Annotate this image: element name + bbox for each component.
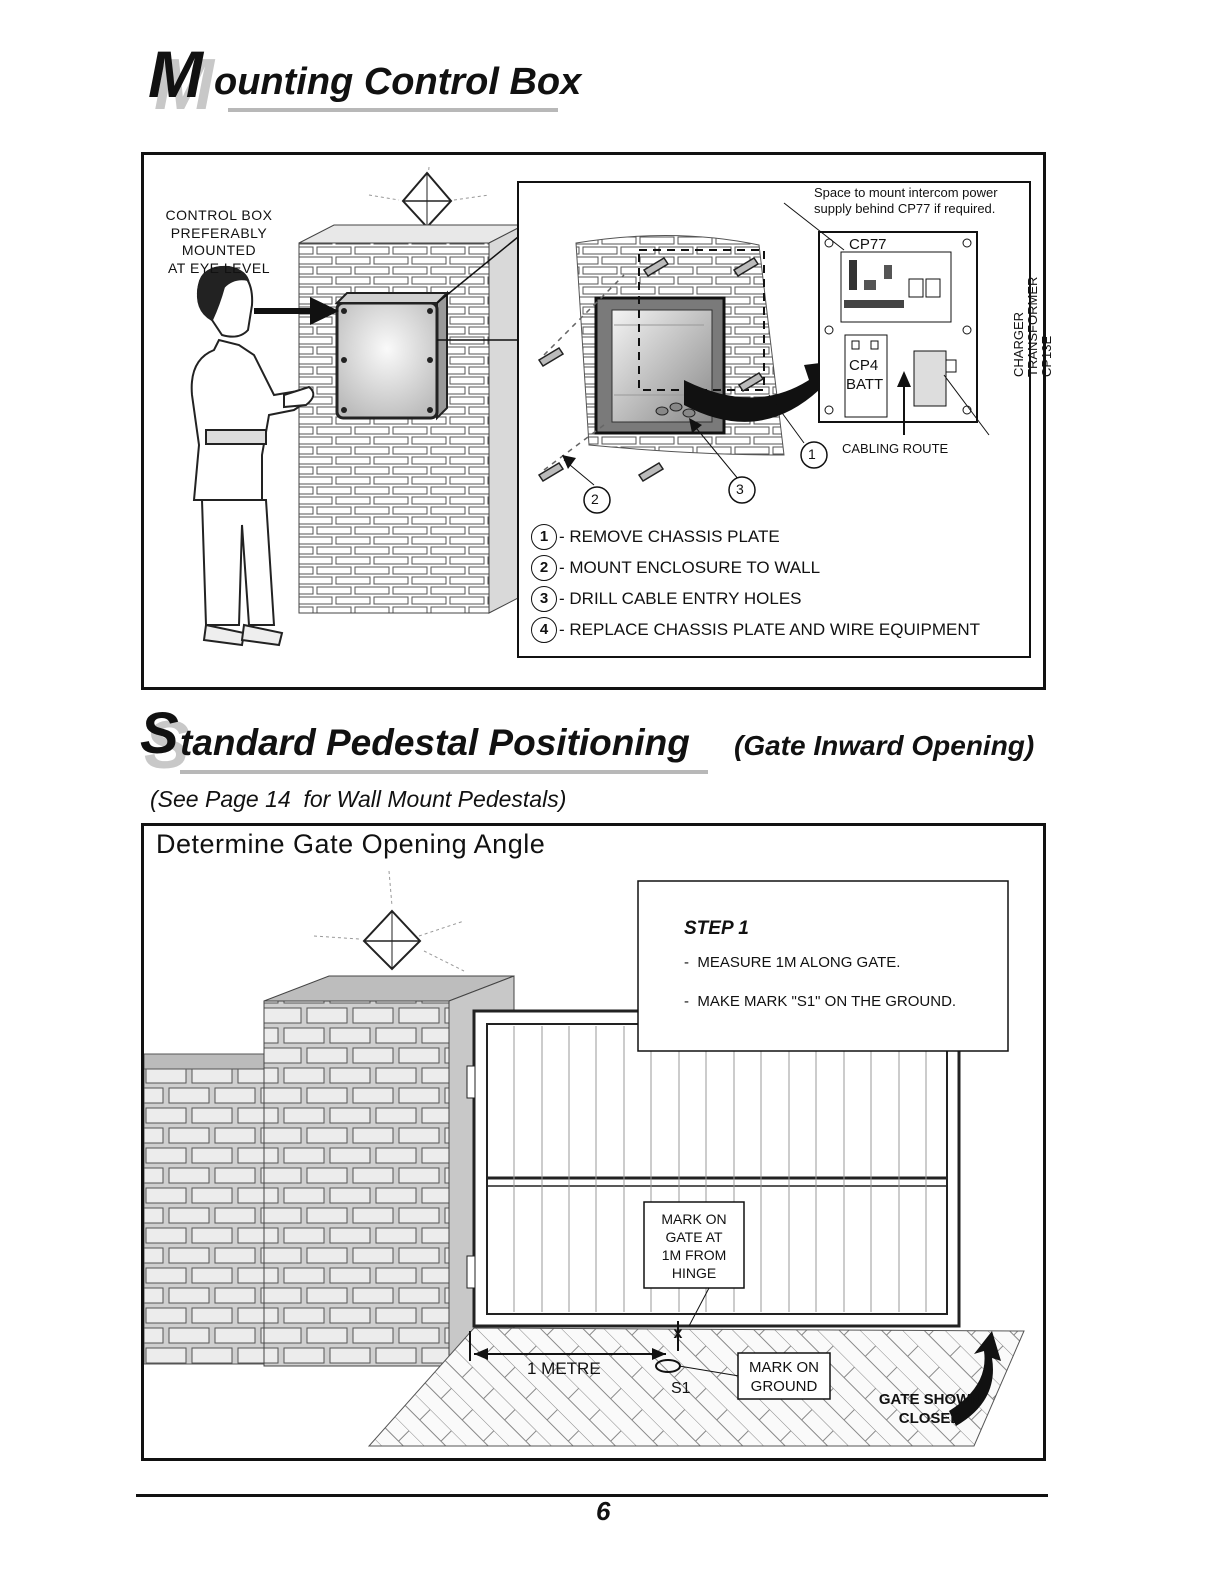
control-box-note: CONTROL BOX PREFERABLY MOUNTED AT EYE LE… [165, 207, 273, 276]
section1-title-underline [228, 108, 558, 112]
section2-title: S S tandard Pedestal Positioning (Gate I… [140, 700, 1090, 783]
cabling-arrow-icon [684, 360, 844, 422]
section2-title-underline [180, 770, 708, 774]
step-1-title: STEP 1 [684, 918, 749, 939]
section2-title-text: tandard Pedestal Positioning [180, 722, 690, 763]
s1-label: S1 [671, 1380, 691, 1397]
mounting-step: 2 - MOUNT ENCLOSURE TO WALL [531, 552, 980, 583]
cabling-route-label: CABLING ROUTE [842, 441, 949, 456]
section2-title-initial: S [140, 701, 179, 766]
step-text: - MOUNT ENCLOSURE TO WALL [559, 557, 821, 577]
cp4-label: CP4 [849, 357, 879, 374]
ground-mark-note: MARK ON GROUND [748, 1359, 819, 1395]
figure-mounting-control-box: CONTROL BOX PREFERABLY MOUNTED AT EYE LE… [141, 152, 1054, 690]
callout-1: 1 [808, 446, 816, 462]
step-text: - REMOVE CHASSIS PLATE [559, 526, 780, 546]
gate-mark-note: MARK ON GATE AT 1M FROM HINGE [661, 1211, 727, 1281]
step-number-badge: 3 [531, 585, 557, 612]
one-metre-measurement: x [469, 1287, 740, 1377]
control-box-enclosure [334, 290, 450, 421]
step-number-badge: 2 [531, 554, 557, 581]
svg-text:x: x [674, 1325, 683, 1342]
gate-shown-closed-label: GATE SHOWN CLOSED [878, 1391, 982, 1427]
step-number-badge: 1 [531, 523, 557, 550]
section1-title: M M ounting Control Box [148, 36, 648, 125]
callout-markers [562, 394, 828, 514]
step-1-callout: STEP 1 - MEASURE 1M ALONG GATE. - MAKE M… [684, 918, 1014, 1010]
callout-3: 3 [736, 481, 744, 497]
callout-2: 2 [591, 491, 599, 507]
mounting-step: 4 - REPLACE CHASSIS PLATE AND WIRE EQUIP… [531, 614, 980, 645]
pedestal-lamp-icon [313, 870, 465, 989]
section1-title-initial: M [148, 37, 203, 111]
section2-subtitle: (See Page 14 for Wall Mount Pedestals) [150, 786, 567, 812]
paved-driveway [367, 1327, 1025, 1447]
one-metre-label: 1 METRE [527, 1359, 601, 1378]
intercom-note: Space to mount intercom power supply beh… [814, 185, 998, 216]
footer-rule [136, 1494, 1048, 1497]
cp77-label: CP77 [849, 236, 887, 253]
transformer-label: CHARGER TRANSFORMER CP13E [1011, 276, 1054, 377]
step-1-item: - MAKE MARK "S1" ON THE GROUND. [684, 993, 957, 1010]
section1-title-text: ounting Control Box [214, 61, 582, 103]
section1-title-initial-shadow: M [154, 45, 214, 125]
step-text: - DRILL CABLE ENTRY HOLES [559, 588, 802, 608]
mounting-step: 1 - REMOVE CHASSIS PLATE [531, 521, 980, 552]
page-number: 6 [596, 1496, 611, 1526]
batt-label: BATT [846, 376, 884, 393]
section2-title-suffix: (Gate Inward Opening) [734, 730, 1035, 761]
step-text: - REPLACE CHASSIS PLATE AND WIRE EQUIPME… [559, 619, 980, 639]
step-number-badge: 4 [531, 616, 557, 643]
chassis-plate [818, 231, 978, 435]
pointer-arrow-icon [254, 297, 339, 325]
figure2-heading: Determine Gate Opening Angle [156, 829, 546, 859]
gate-direction-arrow-icon [949, 1331, 1001, 1426]
figure-gate-opening-angle: x Determine Gate Opening Angle STEP 1 - … [141, 823, 1046, 1461]
figure1-illustration [190, 166, 1031, 658]
step-1-item: - MEASURE 1M ALONG GATE. [684, 954, 901, 971]
mounting-step: 3 - DRILL CABLE ENTRY HOLES [531, 583, 980, 614]
mounting-steps-list: 1 - REMOVE CHASSIS PLATE 2 - MOUNT ENCLO… [531, 521, 980, 645]
person-figure [190, 265, 315, 647]
figure2-illustration: x [144, 870, 1025, 1447]
wall-screws-icon [537, 256, 765, 483]
